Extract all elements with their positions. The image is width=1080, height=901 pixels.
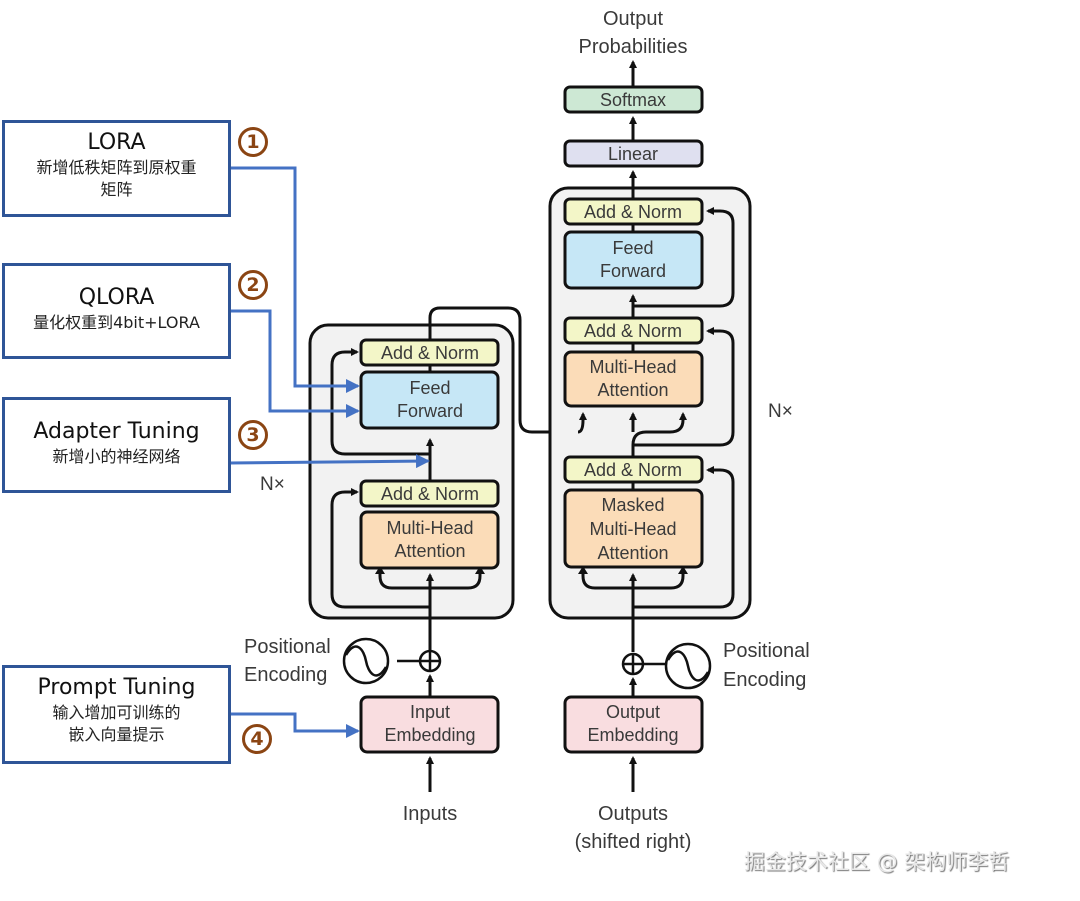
linear-layer — [563, 139, 704, 168]
lora-desc-2: 矩阵 — [100, 180, 133, 199]
lora-title: LORA — [87, 130, 146, 155]
softmax-label: Softmax — [600, 90, 666, 110]
decoder-cross-label-2: Attention — [597, 380, 668, 400]
encoder-residual-attn — [330, 488, 430, 609]
decoder-ff-label-1: Feed — [612, 238, 653, 258]
encoder-attn-label-1: Multi-Head — [386, 518, 473, 538]
adapter-title: Adapter Tuning — [33, 419, 200, 444]
decoder-repeat-label: N× — [768, 401, 793, 422]
encoder-qkv-split — [378, 572, 482, 590]
decoder-ff-label-2: Forward — [600, 261, 666, 281]
output-prob-label-2: Probabilities — [579, 36, 688, 58]
decoder-add-norm-bottom-label: Add & Norm — [584, 460, 682, 480]
output-embedding-label-1: Output — [606, 702, 660, 722]
decoder-cross-k-arrow — [577, 412, 587, 434]
adapter-callout: Adapter Tuning 新增小的神经网络 — [2, 397, 231, 493]
output-prob-label-1: Output — [603, 8, 663, 30]
encoder-pe-label-2: Encoding — [244, 664, 327, 686]
encoder-ff-label-2: Forward — [397, 401, 463, 421]
encoder-add-icon-cross — [420, 651, 440, 671]
encoder-qkv-arrow-left — [375, 566, 385, 574]
adapter-connector — [228, 454, 430, 469]
qlora-callout: QLORA 量化权重到4bit+LORA — [2, 263, 231, 359]
decoder-residual-ffn — [633, 207, 735, 308]
encoder-residual-ffn — [330, 348, 430, 456]
output-embedding-label-2: Embedding — [587, 725, 678, 745]
decoder-add-icon-cross — [623, 654, 643, 674]
linear-label: Linear — [608, 144, 658, 164]
encoder-feed-forward — [359, 370, 500, 430]
decoder-norm-to-cross — [631, 412, 687, 458]
prompt-desc-1: 输入增加可训练的 — [52, 703, 181, 722]
badge-2: 2 — [238, 270, 268, 300]
encoder-stack-frame — [308, 323, 515, 620]
decoder-masked-arrow-left — [578, 566, 588, 574]
decoder-masked-arrow-right — [678, 566, 688, 574]
decoder-add-norm-mid — [563, 316, 704, 345]
decoder-masked-attention — [563, 488, 704, 569]
qlora-connector — [229, 309, 360, 418]
decoder-pe-label-2: Encoding — [723, 669, 806, 691]
decoder-masked-label-2: Multi-Head — [589, 519, 676, 539]
encoder-add-norm-bottom-label: Add & Norm — [381, 484, 479, 504]
outputs-label-2: (shifted right) — [575, 831, 692, 853]
qlora-desc: 量化权重到4bit+LORA — [33, 313, 200, 332]
prompt-callout: Prompt Tuning 输入增加可训练的 嵌入向量提示 — [2, 665, 231, 764]
prompt-title: Prompt Tuning — [37, 675, 196, 700]
decoder-sine-wave-curve — [666, 650, 710, 682]
badge-3: 3 — [238, 420, 268, 450]
qlora-title: QLORA — [78, 285, 155, 310]
encoder-pe-label-1: Positional — [244, 636, 331, 658]
watermark: 掘金技术社区 @ 架构师李哲 — [744, 850, 1010, 874]
encoder-repeat-label: N× — [260, 474, 285, 495]
encoder-qkv-arrow-right — [475, 566, 485, 574]
encoder-add-norm-top-label: Add & Norm — [381, 343, 479, 363]
lora-desc-1: 新增低秩矩阵到原权重 — [36, 158, 197, 177]
lora-connector — [229, 166, 360, 393]
decoder-masked-label-3: Attention — [597, 543, 668, 563]
decoder-add-norm-top-label: Add & Norm — [584, 202, 682, 222]
lora-callout: LORA 新增低秩矩阵到原权重 矩阵 — [2, 120, 231, 217]
decoder-masked-qkv-split — [581, 572, 685, 590]
decoder-residual-masked — [633, 466, 735, 609]
decoder-add-norm-bottom — [563, 455, 704, 484]
output-embedding — [563, 695, 704, 754]
prompt-connector — [229, 712, 360, 738]
encoder-add-norm-bottom — [359, 479, 500, 508]
input-embedding-label-2: Embedding — [384, 725, 475, 745]
encoder-ff-label-1: Feed — [409, 378, 450, 398]
encoder-sine-wave-curve — [344, 645, 388, 677]
softmax-layer — [563, 85, 704, 114]
input-embedding-label-1: Input — [410, 702, 450, 722]
decoder-residual-cross — [633, 327, 735, 447]
input-embedding — [359, 695, 500, 754]
inputs-label: Inputs — [403, 803, 457, 825]
decoder-cross-label-1: Multi-Head — [589, 357, 676, 377]
decoder-cross-attention — [563, 350, 704, 408]
encoder-multi-head-attention — [359, 510, 500, 570]
prompt-desc-2: 嵌入向量提示 — [68, 725, 165, 744]
outputs-label-1: Outputs — [598, 803, 668, 825]
decoder-add-norm-top — [563, 197, 704, 226]
badge-4: 4 — [242, 724, 272, 754]
decoder-feed-forward — [563, 230, 704, 290]
decoder-pe-label-1: Positional — [723, 640, 810, 662]
adapter-desc: 新增小的神经网络 — [52, 447, 181, 466]
decoder-add-norm-mid-label: Add & Norm — [584, 321, 682, 341]
badge-1: 1 — [238, 127, 268, 157]
decoder-masked-label-1: Masked — [601, 495, 664, 515]
encoder-add-norm-top — [359, 338, 500, 367]
encoder-attn-label-2: Attention — [394, 541, 465, 561]
